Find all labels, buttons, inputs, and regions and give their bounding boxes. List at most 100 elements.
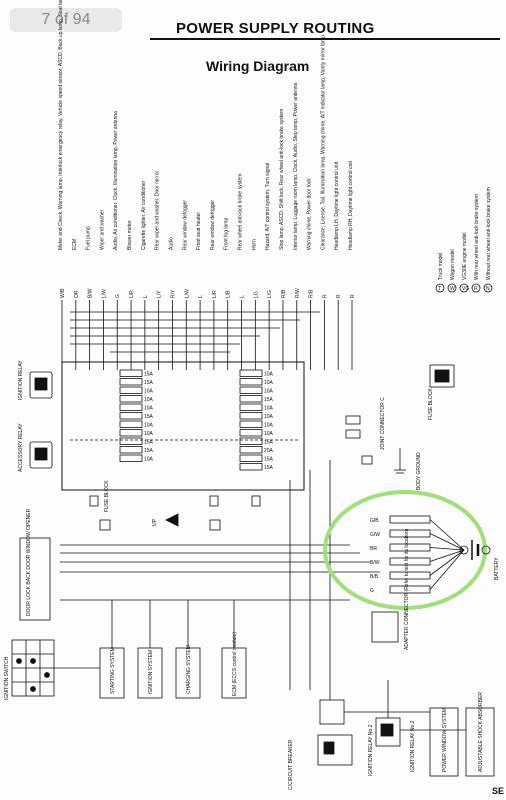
consumer-label: Wiper and washer [99, 209, 105, 250]
bus-lines [70, 311, 320, 353]
fuse-rating: 15A [264, 465, 274, 471]
legend-symbol [447, 283, 457, 293]
fusible-link [389, 543, 431, 552]
ignition-switch-label: IGNITION SWITCH [4, 656, 10, 700]
small-fuse-block [429, 364, 455, 388]
ignition-relay-2a-label: IGNITION RELAY No.2 [368, 724, 374, 776]
wire-color-label: L/W [184, 289, 190, 298]
circuit-breaker-box [317, 734, 353, 766]
fuse-rating: 15A [264, 457, 274, 463]
fuse-rating: 15A [264, 440, 274, 446]
ignition-relay-label: IGNITION RELAY [18, 360, 24, 400]
up-arrow-icon [165, 513, 179, 527]
consumer-label: Clearance, License, Tail, Illumination l… [320, 35, 326, 250]
wire-color-label: L/Y [157, 290, 163, 298]
adapter-connector-box [371, 611, 399, 643]
fuse [239, 437, 263, 445]
wire-color-label: R/B [309, 289, 315, 298]
fuse-rating: 10A [144, 389, 154, 395]
fuse-rating: 15A [144, 380, 154, 386]
fuse-rating: 15A [144, 372, 154, 378]
connector-row [89, 495, 261, 531]
fuse [119, 378, 143, 386]
fusible-link-wire [429, 519, 465, 551]
legend-symbol [435, 283, 445, 293]
charging-system-label: CHARGING SYSTEM [186, 645, 192, 694]
consumer-label: Audio [168, 237, 174, 250]
fuse [119, 429, 143, 437]
ignition-relay-2b-label: IGNITION RELAY No.2 [410, 720, 416, 772]
power-window-label: POWER WINDOW SYSTEM [442, 708, 448, 772]
wire-color-label: L/B [226, 290, 232, 298]
title-rule [150, 38, 500, 40]
consumer-label: Meter and Check, Warning lamp, Interlock… [58, 0, 64, 250]
fuse-rating: 15A [144, 414, 154, 420]
fuse [119, 386, 143, 394]
fuse-rating: 10A [144, 431, 154, 437]
system-feed-lines [54, 600, 235, 669]
wire-color-label: R/B [281, 289, 287, 298]
shock-absorber-box [465, 707, 495, 777]
highlight-fusible-links [323, 490, 487, 610]
fuse [239, 429, 263, 437]
fusible-link-wire-label: G [370, 588, 374, 594]
wire-color-label: R [336, 294, 342, 298]
fusible-link [389, 557, 431, 566]
fuse-rating: 10A [264, 380, 274, 386]
fuse-rating: 15A [144, 448, 154, 454]
page-indicator[interactable]: 7 of 94 [10, 8, 122, 32]
door-lock-box [19, 537, 51, 621]
fusible-link-wire-label: G/B [370, 518, 379, 524]
consumer-label: Interior lamp, Luggage room lamp, Clock,… [293, 82, 299, 250]
ecm-label: ECM (ECCS control module) [232, 632, 238, 696]
ignition-system-label: IGNITION SYSTEM [148, 650, 154, 694]
ignition-relay [29, 371, 53, 399]
fuse [119, 369, 143, 377]
starting-system-label: STARTING SYSTEM [110, 647, 116, 694]
fuse-rating: 10A [264, 414, 274, 420]
fuse [239, 463, 263, 471]
consumer-label: Headlamp LH, Daytime light control unit [334, 161, 340, 250]
legend-symbol [483, 283, 493, 293]
wire-color-label: LG [253, 291, 259, 298]
consumer-label: Headlamp RH, Daytime light control unit [348, 160, 354, 250]
up-arrow-label: UP [152, 518, 158, 526]
fuse [239, 454, 263, 462]
fusible-link-wire [429, 533, 465, 551]
wire-color-label: L [240, 295, 246, 298]
consumer-label: Audio, Air conditioner, Clock, Illuminat… [113, 111, 119, 250]
fusible-link-wire-label: B/B [370, 574, 379, 580]
consumer-label: Front seat heater [196, 212, 202, 250]
fuse [239, 446, 263, 454]
consumer-label: Horn [251, 239, 257, 250]
fuse-rating: 10A [264, 372, 274, 378]
fusible-link-wire-label: G/W [370, 532, 380, 538]
consumer-label: Cigarette lighter, Air conditioner [141, 180, 147, 250]
legend-symbol-text: N [486, 286, 490, 292]
fuse-rating: 10A [264, 431, 274, 437]
wire-color-label: L/W [101, 289, 107, 298]
fuse [119, 403, 143, 411]
legend-symbol [459, 283, 469, 293]
battery-label: BATTERY [494, 557, 500, 580]
fusible-link [389, 515, 431, 524]
wire-color-label: L [143, 295, 149, 298]
legend-text: Without rear wheel anti-lock brake syste… [486, 187, 492, 280]
body-ground-label: BODY GROUND [416, 452, 422, 490]
page-title: POWER SUPPLY ROUTING [176, 20, 375, 37]
legend-symbol-text: W [450, 286, 455, 292]
legend-symbol-text: T [438, 286, 441, 292]
legend-symbol-text: VG [462, 286, 469, 292]
ignition-switch-grid [11, 639, 55, 697]
fuse [239, 378, 263, 386]
legend-text: With rear wheel anti-lock brake system [474, 194, 480, 280]
joint-connector-label: JOINT CONNECTOR C [380, 397, 386, 450]
consumer-label: Stop lamp, ASCD, Shift lock, Rear wheel … [279, 109, 285, 250]
fusible-link-wire [429, 549, 465, 562]
fuse [119, 446, 143, 454]
fusible-link-wire [429, 549, 465, 576]
consumer-label: Rear wheel anti-lock brake system [238, 174, 244, 250]
